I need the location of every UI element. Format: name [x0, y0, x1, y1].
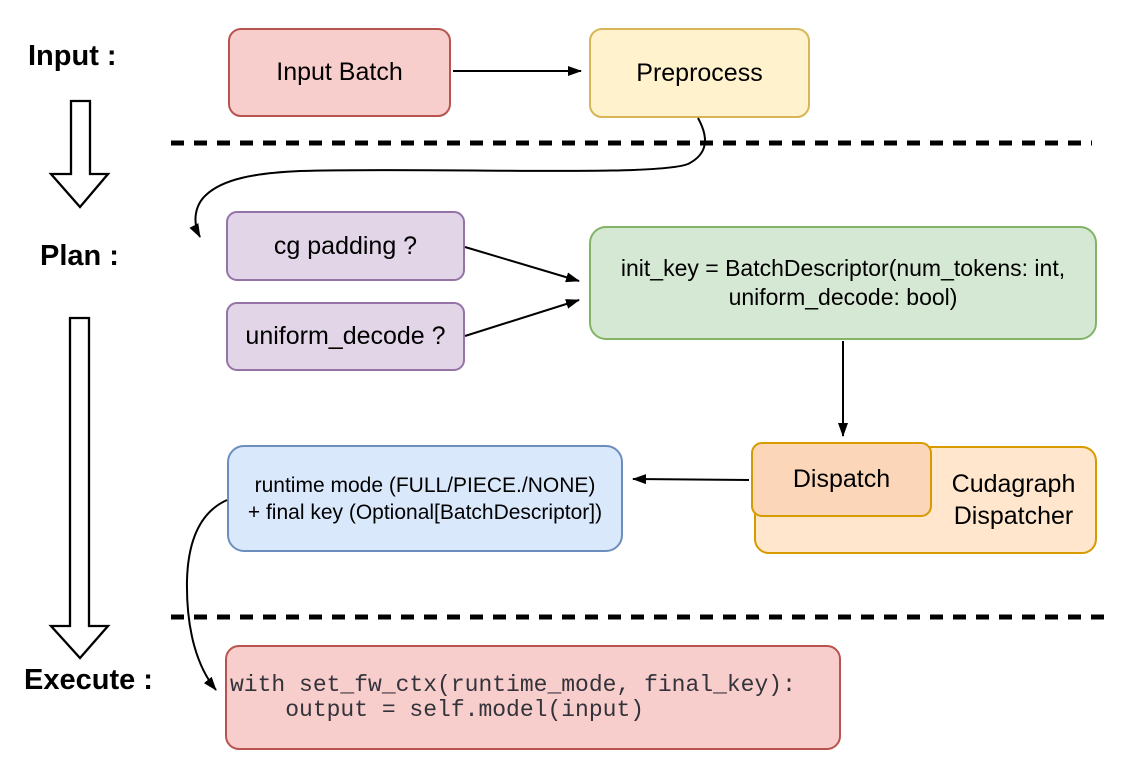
node-runtime-mode: runtime mode (FULL/PIECE./NONE) + final … [227, 445, 623, 552]
node-cg-padding-label: cg padding ? [273, 231, 418, 260]
node-preprocess: Preprocess [589, 28, 810, 118]
node-init-key-line2: uniform_decode: bool) [728, 284, 958, 310]
node-dispatch: Dispatch [751, 442, 932, 517]
node-uniform-decode: uniform_decode ? [226, 302, 465, 371]
node-init-key-line1: init_key = BatchDescriptor(num_tokens: i… [620, 255, 1066, 281]
stage-label-plan: Plan : [40, 240, 119, 272]
edge-runtime-mode-to-execute-code [185, 499, 228, 691]
node-preprocess-label: Preprocess [636, 58, 763, 87]
node-runtime-line2: + final key (Optional[BatchDescriptor]) [247, 500, 603, 524]
code-line-2: output = self.model(input) [230, 696, 645, 723]
edge-cg-padding-to-init-key [464, 246, 580, 283]
node-input-batch-label: Input Batch [276, 58, 403, 86]
stage-label-input: Input : [28, 40, 117, 72]
down-arrow-icon-plan-to-execute [48, 316, 111, 660]
node-init-key: init_key = BatchDescriptor(num_tokens: i… [589, 226, 1097, 340]
edge-uniform-decode-to-init-key [464, 299, 580, 337]
node-runtime-line1: runtime mode (FULL/PIECE./NONE) [254, 473, 596, 497]
down-arrow-icon-input-to-plan [48, 99, 111, 209]
cudagraph-label-line1: Cudagraph [951, 470, 1076, 498]
node-dispatch-label: Dispatch [792, 465, 891, 493]
stage-label-execute: Execute : [24, 664, 153, 696]
node-uniform-decode-label: uniform_decode ? [245, 322, 446, 350]
node-execute-code: with set_fw_ctx(runtime_mode, final_key)… [225, 645, 841, 750]
cudagraph-label-line2: Dispatcher [953, 502, 1074, 530]
node-cg-padding: cg padding ? [226, 211, 465, 281]
node-input-batch: Input Batch [228, 28, 451, 117]
edge-dispatch-to-runtime-mode [632, 474, 750, 485]
node-cudagraph-dispatcher-label: Cudagraph Dispatcher [932, 446, 1095, 554]
code-line-1: with set_fw_ctx(runtime_mode, final_key)… [230, 671, 796, 698]
